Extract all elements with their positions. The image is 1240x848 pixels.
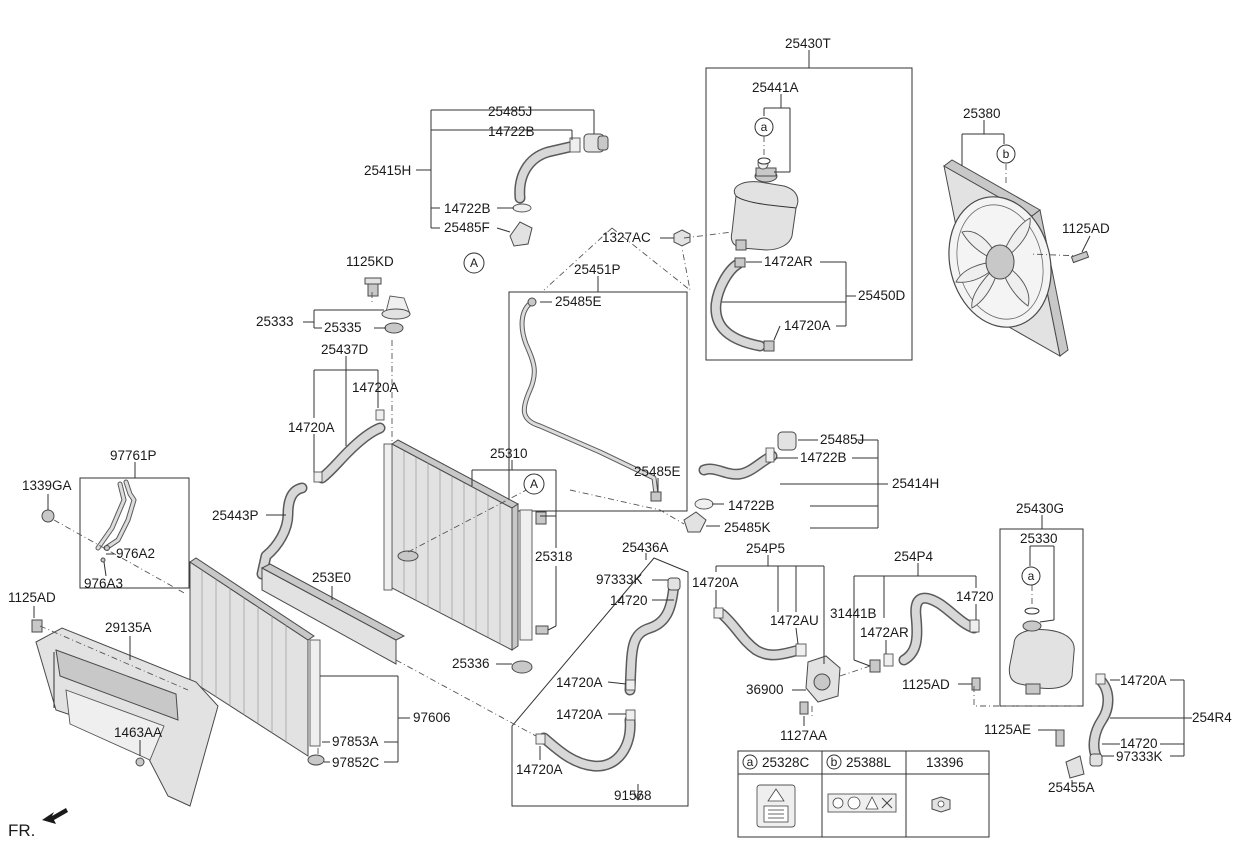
label-25450D: 25450D [858, 288, 906, 303]
label-97852C: 97852C [332, 755, 380, 770]
label-25310: 25310 [490, 446, 528, 461]
label-97606: 97606 [413, 710, 451, 725]
label-25485E-bottom: 25485E [634, 464, 681, 479]
label-14720A-437a: 14720A [352, 380, 399, 395]
label-25443P: 25443P [212, 508, 259, 523]
box-97761P [79, 477, 190, 589]
label-1463AA: 1463AA [114, 725, 162, 740]
label-25430T: 25430T [785, 36, 831, 51]
label-14722B-right2: 14722B [728, 498, 775, 513]
grommet-1339GA [41, 509, 55, 523]
label-25485K: 25485K [724, 520, 771, 535]
label-14720A-p5: 14720A [692, 575, 739, 590]
bolt-1125AE [1055, 729, 1065, 747]
label-14720A-tank: 14720A [784, 318, 831, 333]
front-direction-arrow-icon [42, 808, 68, 824]
legend-a-part: 25328C [762, 755, 810, 770]
reservoir-tank-top [730, 158, 799, 251]
label-36900: 36900 [746, 682, 784, 697]
label-25335: 25335 [324, 320, 362, 335]
circle-ref-a-top: a [761, 120, 768, 134]
label-25414H: 25414H [892, 476, 939, 491]
label-25485J-top: 25485J [488, 104, 532, 119]
label-25485J-right: 25485J [820, 432, 864, 447]
legend-b-part: 25388L [846, 755, 892, 770]
label-1125AD-right: 1125AD [902, 677, 950, 692]
label-14720A-m3: 14720A [516, 762, 563, 777]
label-976A3: 976A3 [84, 576, 123, 591]
label-25485F: 25485F [444, 220, 490, 235]
label-29135A: 29135A [105, 620, 152, 635]
label-14720A-437b: 14720A [288, 420, 335, 435]
label-14720A-m2: 14720A [556, 707, 603, 722]
label-25415H: 25415H [364, 163, 411, 178]
label-25330: 25330 [1020, 531, 1058, 546]
condenser-97606 [189, 557, 325, 766]
label-25333: 25333 [256, 314, 294, 329]
bracket-25455A [1065, 755, 1085, 779]
label-91568: 91568 [614, 788, 652, 803]
label-25441A: 25441A [752, 80, 799, 95]
label-1327AC: 1327AC [602, 230, 651, 245]
label-14722B-top: 14722B [488, 124, 535, 139]
label-254P5: 254P5 [746, 541, 785, 556]
legend-b-letter: b [831, 755, 838, 769]
label-14720-r4: 14720 [1120, 736, 1158, 751]
label-14720-mid: 14720 [610, 593, 648, 608]
bolt-1125AD-left [31, 619, 43, 633]
radiator-25310 [383, 439, 549, 651]
front-direction-label: FR. [8, 821, 35, 840]
label-1125AD-fan: 1125AD [1062, 221, 1110, 236]
label-254R4: 254R4 [1192, 710, 1232, 725]
label-253E0: 253E0 [312, 570, 351, 585]
legend-table [737, 750, 990, 838]
circle-ref-A-hose: A [470, 256, 478, 270]
bolt-1125AD-fan [1070, 250, 1090, 264]
label-25318: 25318 [535, 549, 573, 564]
label-25380: 25380 [963, 106, 1001, 121]
label-97853A: 97853A [332, 734, 379, 749]
label-1472AR-p4: 1472AR [860, 625, 909, 640]
label-1339GA: 1339GA [22, 478, 72, 493]
label-1127AA: 1127AA [780, 728, 827, 743]
legend-c-part: 13396 [926, 755, 964, 770]
label-1472AU: 1472AU [770, 613, 819, 628]
circle-ref-b-fan: b [1003, 147, 1010, 161]
label-31441B: 31441B [830, 606, 877, 621]
mount-25336 [511, 660, 533, 674]
label-14720A-m1: 14720A [556, 675, 603, 690]
bolt-1125AD-right [971, 677, 981, 691]
label-25437D: 25437D [321, 342, 369, 357]
nut-1327AC [673, 229, 691, 247]
label-14720-p4: 14720 [956, 589, 994, 604]
label-25451P: 25451P [574, 262, 621, 277]
label-1125AE: 1125AE [984, 722, 1031, 737]
label-97333K-r4: 97333K [1116, 749, 1163, 764]
legend-a-letter: a [747, 755, 754, 769]
label-14722B-right1: 14722B [800, 450, 847, 465]
box-25436A [511, 557, 689, 807]
label-1125KD: 1125KD [346, 254, 394, 269]
reservoir-tank-25430G [1008, 620, 1075, 695]
label-25430G: 25430G [1016, 501, 1064, 516]
label-976A2: 976A2 [116, 546, 155, 561]
label-1472AR-top: 1472AR [764, 254, 813, 269]
label-97761P: 97761P [110, 448, 157, 463]
label-14720A-r4: 14720A [1120, 673, 1167, 688]
caution-label-icon [827, 793, 897, 813]
fan-shroud-assembly [943, 159, 1069, 357]
label-14722B-mid: 14722B [444, 201, 491, 216]
label-97333K-mid: 97333K [596, 572, 643, 587]
circle-ref-a-tank2: a [1028, 569, 1035, 583]
label-25436A: 25436A [622, 540, 669, 555]
label-254P4: 254P4 [894, 549, 934, 564]
circle-ref-A-radiator: A [530, 477, 538, 491]
label-25336: 25336 [452, 656, 490, 671]
label-25485E-top: 25485E [555, 294, 602, 309]
label-1125AD-left: 1125AD [8, 590, 56, 605]
label-25455A: 25455A [1048, 780, 1095, 795]
